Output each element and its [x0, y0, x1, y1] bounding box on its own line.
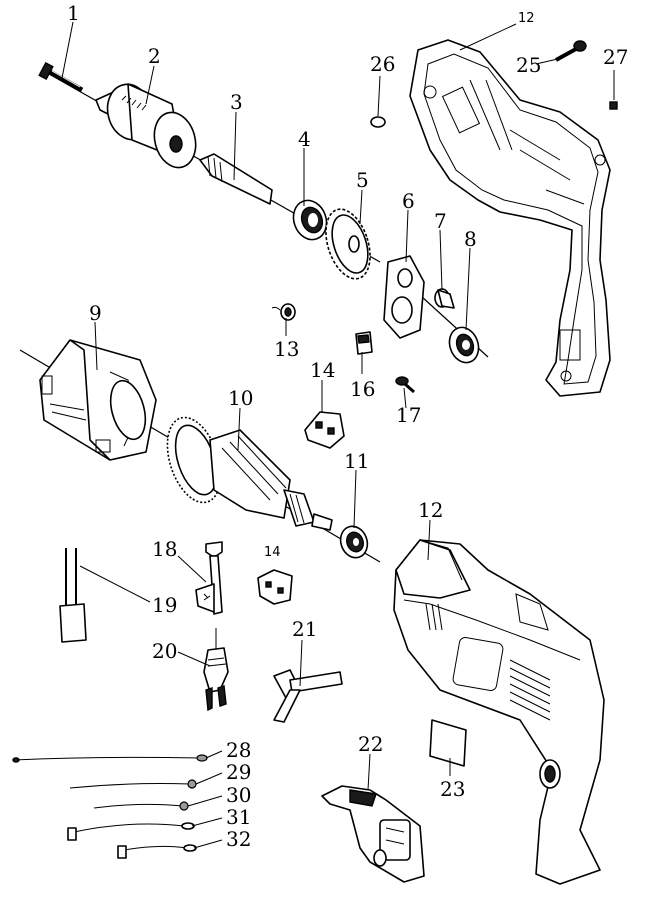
- part-5-gear: [325, 208, 371, 280]
- part-20-power-cord-plug: [203, 628, 229, 712]
- part-30-wire: [93, 801, 189, 811]
- leader-lines: [61, 21, 615, 849]
- part-22-switch: [321, 785, 425, 883]
- callout-4: 4: [298, 127, 311, 151]
- part-28-wire: [12, 754, 208, 763]
- part-17-screw: [395, 376, 415, 394]
- callout-10: 10: [228, 386, 253, 410]
- callout-12: 12: [418, 498, 443, 522]
- callout-20: 20: [152, 639, 177, 663]
- callout-9: 9: [89, 301, 102, 325]
- callout-29: 29: [226, 760, 251, 784]
- part-14-brush-holder-low: [257, 569, 293, 605]
- callout-1: 1: [67, 1, 80, 25]
- callout-12-top: 12: [518, 11, 535, 26]
- part-12-drill-body: [393, 539, 605, 885]
- callout-19: 19: [152, 593, 177, 617]
- part-8-bearing: [448, 326, 480, 364]
- callout-14-low: 14: [264, 545, 281, 560]
- callout-32: 32: [226, 827, 251, 851]
- part-25-screw: [555, 40, 587, 62]
- part-16-block: [355, 331, 373, 355]
- part-21-chuck-key: [273, 669, 343, 723]
- part-3-spindle: [199, 153, 273, 205]
- callout-16: 16: [350, 377, 375, 401]
- callout-21: 21: [292, 617, 317, 641]
- part-7-bushing: [434, 288, 455, 309]
- callout-8: 8: [464, 227, 477, 251]
- part-11-bearing: [339, 525, 369, 559]
- part-9-stator: [39, 339, 157, 461]
- callout-28: 28: [226, 738, 251, 762]
- part-1-screw: [38, 61, 84, 93]
- callout-17: 17: [396, 403, 421, 427]
- callout-27: 27: [603, 45, 628, 69]
- part-14-brush-holder-top: [304, 411, 345, 449]
- callout-22: 22: [358, 732, 383, 756]
- part-18-holder: [195, 541, 223, 615]
- part-23-label: [429, 719, 467, 767]
- part-12-housing-half: [409, 39, 611, 397]
- callout-26: 26: [370, 52, 395, 76]
- part-10-armature: [166, 416, 333, 531]
- callout-numbers: 1 2 3 4 5 6 7 8 9 10 11 12 12 13 14 14 1…: [67, 1, 628, 851]
- part-26-ring: [370, 116, 386, 128]
- callout-2: 2: [148, 44, 161, 68]
- callout-7: 7: [434, 209, 447, 233]
- part-19-carbon-brush: [59, 548, 87, 643]
- callout-3: 3: [230, 90, 243, 114]
- callout-23: 23: [440, 777, 465, 801]
- part-13-spring: [271, 303, 296, 321]
- part-2-chuck: [95, 83, 197, 169]
- callout-11: 11: [344, 449, 369, 473]
- part-31-wire: [67, 822, 195, 841]
- callout-18: 18: [152, 537, 177, 561]
- callout-14-top: 14: [310, 358, 335, 382]
- callout-30: 30: [226, 783, 251, 807]
- callout-25: 25: [516, 53, 541, 77]
- callout-13: 13: [274, 337, 299, 361]
- callout-5: 5: [356, 168, 369, 192]
- callout-6: 6: [402, 189, 415, 213]
- part-29-wire: [69, 779, 197, 789]
- part-32-wire: [117, 844, 197, 859]
- callout-31: 31: [226, 805, 251, 829]
- part-6-bracket: [383, 255, 425, 339]
- part-4-bearing: [292, 199, 328, 241]
- part-27-nut: [609, 101, 618, 110]
